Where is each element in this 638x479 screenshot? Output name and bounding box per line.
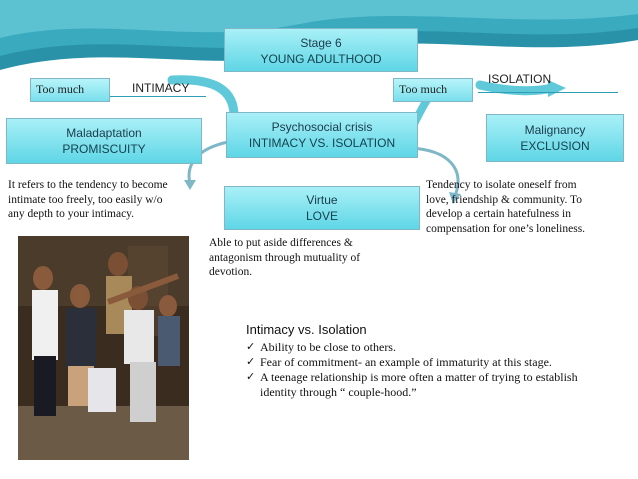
maladaptation-label: Maladaptation — [66, 126, 142, 140]
curved-arrow-icon — [184, 180, 196, 190]
check-icon: ✓ — [246, 371, 256, 383]
isolation-label: ISOLATION — [488, 72, 552, 86]
list-item: ✓Fear of commitment- an example of immat… — [246, 355, 552, 369]
group-photo — [18, 236, 189, 460]
malignancy-box: Malignancy EXCLUSION — [486, 114, 624, 162]
maladaptation-box: Maladaptation PROMISCUITY — [6, 118, 202, 164]
intimacy-label: INTIMACY — [132, 81, 190, 95]
virtue-value: LOVE — [305, 209, 338, 223]
intimacy-underline — [110, 96, 206, 97]
summary-heading: Intimacy vs. Isolation — [246, 322, 367, 337]
malignancy-value: EXCLUSION — [520, 139, 590, 153]
too-much-left-box: Too much — [30, 78, 110, 102]
malignancy-label: Malignancy — [524, 123, 586, 137]
too-much-right-box: Too much — [393, 78, 473, 102]
crisis-label: Psychosocial crisis — [271, 120, 373, 134]
check-icon: ✓ — [246, 341, 256, 353]
stage-title: YOUNG ADULTHOOD — [260, 52, 382, 66]
summary-section: Intimacy vs. Isolation ✓Ability to be cl… — [246, 322, 616, 400]
curved-arrow-icon — [409, 146, 460, 197]
curved-arrow-icon — [167, 75, 239, 123]
curved-arrow-icon — [475, 80, 557, 96]
stage-number: Stage 6 — [300, 36, 342, 50]
promiscuity-description: It refers to the tendency to become inti… — [8, 179, 168, 220]
list-item: ✓Ability to be close to others. — [246, 340, 396, 354]
check-icon: ✓ — [246, 356, 256, 368]
curved-arrow-icon — [449, 192, 461, 204]
crisis-value: INTIMACY VS. ISOLATION — [248, 136, 396, 150]
crisis-box: Psychosocial crisis INTIMACY VS. ISOLATI… — [226, 112, 418, 158]
summary-list: ✓Ability to be close to others. ✓Fear of… — [246, 340, 616, 400]
stage-box: Stage 6 YOUNG ADULTHOOD — [224, 28, 418, 72]
virtue-box: Virtue LOVE — [224, 186, 420, 230]
exclusion-description: Tendency to isolate oneself from love, f… — [426, 179, 586, 235]
love-description: Able to put aside differences & antagoni… — [209, 237, 361, 278]
maladaptation-value: PROMISCUITY — [62, 142, 146, 156]
virtue-label: Virtue — [306, 193, 338, 207]
list-item: ✓A teenage relationship is more often a … — [246, 370, 578, 399]
isolation-underline — [478, 92, 618, 93]
